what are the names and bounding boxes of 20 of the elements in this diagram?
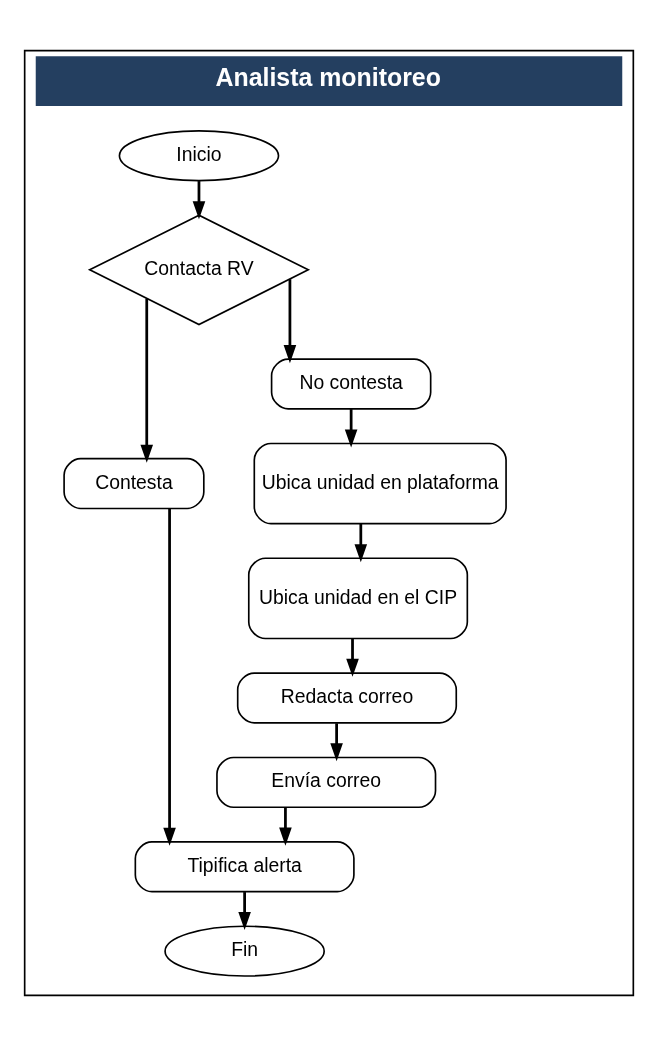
arrow: [279, 807, 292, 846]
arrow: [330, 722, 343, 761]
arrow: [192, 180, 206, 219]
arrow: [346, 638, 359, 677]
node-box: Tipifica alerta: [134, 840, 355, 892]
node-diamond: Contacta RV: [87, 213, 311, 325]
arrow: [163, 508, 176, 846]
arrow: [344, 408, 358, 448]
arrow: [238, 891, 251, 930]
node-box: Envía correo: [216, 756, 437, 808]
node-box: Redacta correo: [236, 671, 458, 724]
node-box: Contesta: [63, 457, 205, 509]
node-ellipse: Fin: [164, 924, 325, 977]
node-box: Ubica unidad en plataforma: [253, 442, 507, 525]
arrow: [140, 298, 154, 463]
node-box: No contesta: [270, 357, 432, 410]
node-box: Ubica unidad en el CIP: [247, 556, 469, 639]
node-ellipse: Inicio: [118, 129, 280, 181]
arrow: [283, 278, 297, 363]
arrow: [354, 523, 368, 562]
